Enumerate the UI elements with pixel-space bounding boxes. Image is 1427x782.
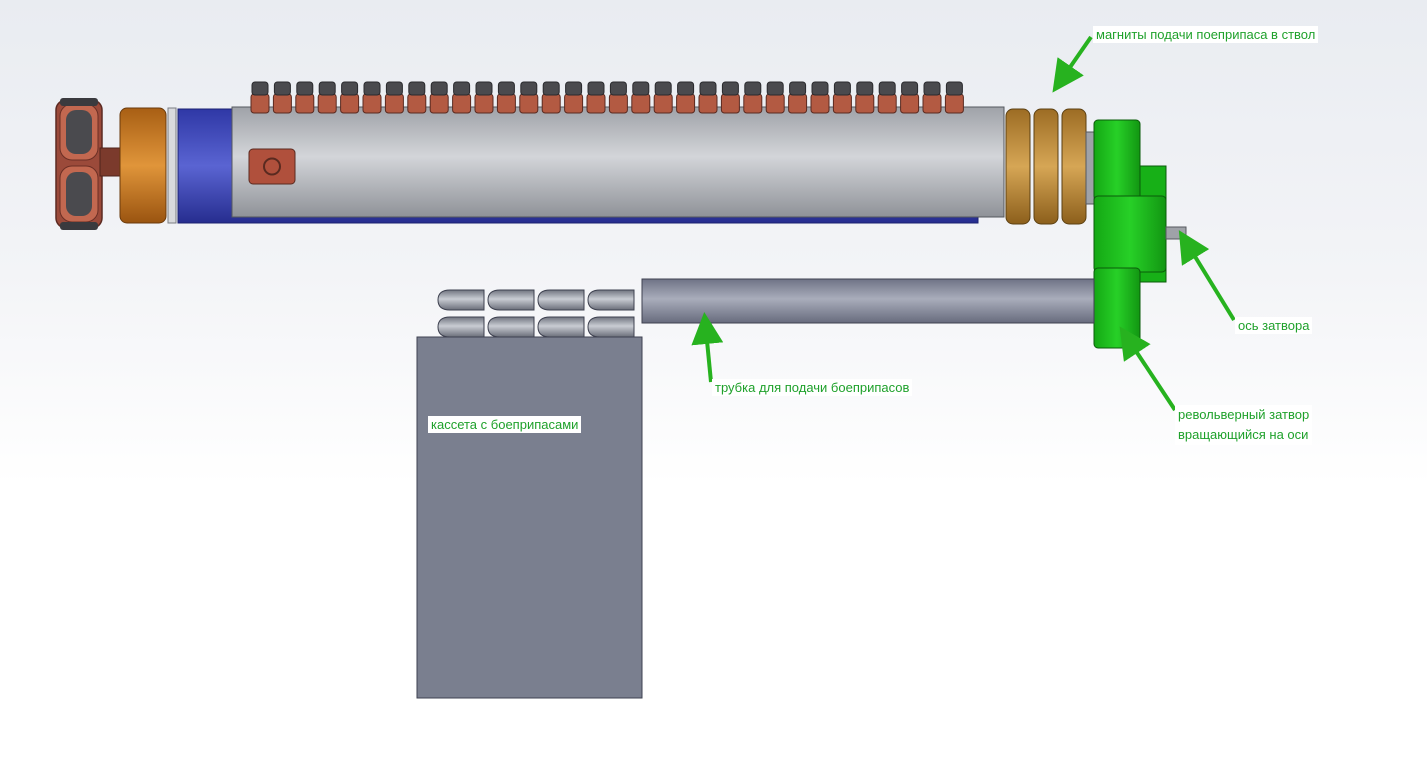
coil-segment: [519, 81, 539, 114]
label-feed-tube: трубка для подачи боеприпасов: [712, 379, 913, 396]
label-revolver-bolt-line1: револьверный затвор: [1178, 407, 1310, 422]
label-bolt-axis: ось затвора: [1235, 317, 1313, 334]
coil-segment: [340, 81, 360, 114]
label-revolver-bolt: револьверный затвор вращающийся на оси: [1175, 405, 1313, 445]
coil-segment: [944, 81, 964, 114]
bullet: [487, 289, 535, 311]
coil-segment: [474, 81, 494, 114]
coil-segment: [676, 81, 696, 114]
label-revolver-bolt-line2: вращающийся на оси: [1178, 427, 1309, 442]
coil-segment: [564, 81, 584, 114]
coil-segment: [608, 81, 628, 114]
bullets: [437, 289, 635, 338]
coil-segment: [720, 81, 740, 114]
coil-segment: [317, 81, 337, 114]
bullet: [587, 316, 635, 338]
bullet: [487, 316, 535, 338]
feed-magnet-2: [1033, 108, 1059, 225]
coil-segment: [653, 81, 673, 114]
coil-segment: [743, 81, 763, 114]
arrow-icon: [1178, 230, 1236, 322]
barrel: [231, 106, 1005, 218]
coil-segment: [877, 81, 897, 114]
coil-segment: [496, 81, 516, 114]
coil-segment: [250, 81, 270, 114]
label-feed-magnets: магниты подачи поеприпаса в ствол: [1093, 26, 1319, 43]
ammo-cassette: [416, 336, 643, 699]
coil-segment: [765, 81, 785, 114]
coil-segment: [900, 81, 920, 114]
arrow-icon: [691, 312, 724, 383]
rear-coil-block: [55, 98, 121, 230]
spacer-ring: [167, 107, 177, 224]
bullet: [437, 289, 485, 311]
coil-segment: [810, 81, 830, 114]
coil-segment: [832, 81, 852, 114]
bullet: [537, 289, 585, 311]
coil-segment: [295, 81, 315, 114]
coil-segment: [362, 81, 382, 114]
bullet: [587, 289, 635, 311]
coil-segment: [698, 81, 718, 114]
arrow-icon: [1119, 326, 1177, 412]
coil-segment: [407, 81, 427, 114]
coil-row: [250, 81, 964, 114]
revolver-bolt: [1093, 119, 1167, 349]
coil-segment: [631, 81, 651, 114]
coil-segment: [788, 81, 808, 114]
port-hole-icon: [263, 157, 281, 176]
coil-segment: [541, 81, 561, 114]
copper-ring: [119, 107, 167, 224]
label-ammo-cassette: кассета с боеприпасами: [428, 416, 582, 433]
bullet: [537, 316, 585, 338]
coil-segment: [922, 81, 942, 114]
arrow-icon: [1052, 35, 1093, 93]
coil-segment: [384, 81, 404, 114]
coil-segment: [452, 81, 472, 114]
barrel-tip: [1085, 131, 1095, 205]
coil-segment: [586, 81, 606, 114]
feed-tube: [641, 278, 1095, 324]
feed-magnet-1: [1005, 108, 1031, 225]
coil-segment: [272, 81, 292, 114]
barrel-port: [248, 148, 296, 185]
coil-segment: [429, 81, 449, 114]
feed-magnet-3: [1061, 108, 1087, 225]
coil-segment: [855, 81, 875, 114]
bullet: [437, 316, 485, 338]
